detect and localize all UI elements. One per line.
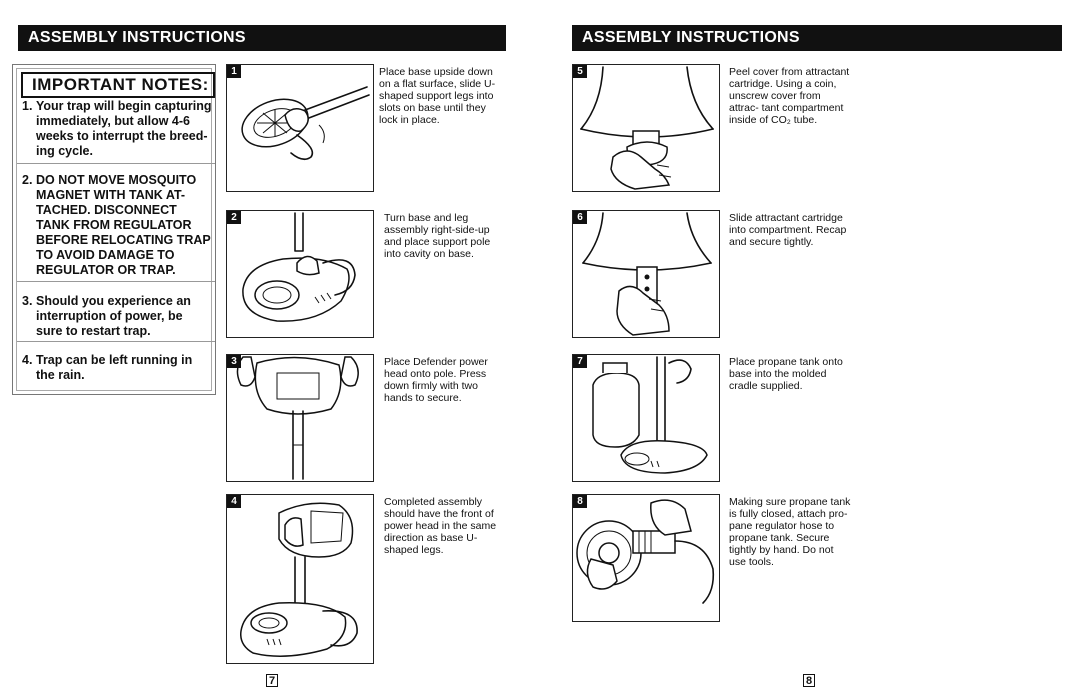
step-2-illustration: 2 bbox=[226, 210, 374, 338]
step-5-text: Peel cover from attractant cartridge. Us… bbox=[729, 66, 850, 126]
important-notes-title: IMPORTANT NOTES: bbox=[21, 72, 215, 98]
note-divider bbox=[17, 281, 215, 282]
note-item-2: 2. DO NOT MOVE MOSQUITO MAGNET WITH TANK… bbox=[22, 173, 212, 278]
power-head-on-pole-illustration bbox=[236, 356, 359, 480]
step-6-text: Slide attractant cartridge into compartm… bbox=[729, 212, 847, 248]
step-number: 4 bbox=[227, 495, 241, 508]
propane-tank-placement-illustration bbox=[592, 356, 708, 474]
note-number: 2. bbox=[22, 173, 33, 187]
note-number: 1. bbox=[22, 99, 33, 113]
step-7-illustration: 7 bbox=[572, 354, 720, 482]
note-text: DO NOT MOVE MOSQUITO MAGNET WITH TANK AT… bbox=[36, 173, 211, 277]
note-number: 4. bbox=[22, 353, 33, 367]
step-3-text: Place Defender power head onto pole. Pre… bbox=[384, 356, 488, 404]
left-header-bar: ASSEMBLY INSTRUCTIONS bbox=[18, 25, 506, 51]
step-2-text: Turn base and leg assembly right-side-up… bbox=[384, 212, 491, 260]
note-divider bbox=[17, 163, 215, 164]
note-item-1: 1. Your trap will begin capturing immedi… bbox=[22, 99, 212, 159]
slide-cartridge-illustration bbox=[582, 212, 712, 336]
peel-cartridge-cover-illustration bbox=[580, 66, 714, 190]
important-notes-panel: IMPORTANT NOTES: 1. Your trap will begin… bbox=[12, 64, 216, 395]
base-upside-down-illustration bbox=[241, 86, 370, 161]
step-7-text: Place propane tank onto base into the mo… bbox=[729, 356, 843, 392]
completed-assembly-illustration bbox=[240, 502, 358, 657]
note-item-3: 3. Should you experience an interruption… bbox=[22, 294, 212, 339]
step-number: 3 bbox=[227, 355, 241, 368]
left-header-title: ASSEMBLY INSTRUCTIONS bbox=[28, 29, 246, 46]
note-text: Trap can be left running in the rain. bbox=[36, 353, 193, 382]
step-number: 6 bbox=[573, 211, 587, 224]
step-1-illustration: 1 bbox=[226, 64, 374, 192]
step-8-illustration: 8 bbox=[572, 494, 720, 622]
note-text: Should you experience an interruption of… bbox=[36, 294, 191, 338]
step-1-text: Place base upside down on a flat surface… bbox=[379, 66, 496, 126]
step-number: 7 bbox=[573, 355, 587, 368]
note-number: 3. bbox=[22, 294, 33, 308]
support-pole-base-illustration bbox=[242, 212, 356, 322]
step-4-illustration: 4 bbox=[226, 494, 374, 664]
right-header-bar: ASSEMBLY INSTRUCTIONS bbox=[572, 25, 1062, 51]
step-number: 2 bbox=[227, 211, 241, 224]
attach-regulator-hose-illustration bbox=[576, 499, 715, 604]
note-divider bbox=[17, 341, 215, 342]
right-header-title: ASSEMBLY INSTRUCTIONS bbox=[582, 29, 800, 46]
step-3-illustration: 3 bbox=[226, 354, 374, 482]
page-number-7: 7 bbox=[266, 674, 278, 687]
step-5-illustration: 5 bbox=[572, 64, 720, 192]
step-6-illustration: 6 bbox=[572, 210, 720, 338]
note-item-4: 4. Trap can be left running in the rain. bbox=[22, 353, 212, 383]
note-text: Your trap will begin capturing immediate… bbox=[36, 99, 212, 158]
step-number: 8 bbox=[573, 495, 587, 508]
step-number: 5 bbox=[573, 65, 587, 78]
page-number-8: 8 bbox=[803, 674, 815, 687]
important-notes-inner: IMPORTANT NOTES: 1. Your trap will begin… bbox=[16, 68, 215, 391]
step-4-text: Completed assembly should have the front… bbox=[384, 496, 497, 556]
step-number: 1 bbox=[227, 65, 241, 78]
step-8-text: Making sure propane tank is fully closed… bbox=[729, 496, 851, 568]
